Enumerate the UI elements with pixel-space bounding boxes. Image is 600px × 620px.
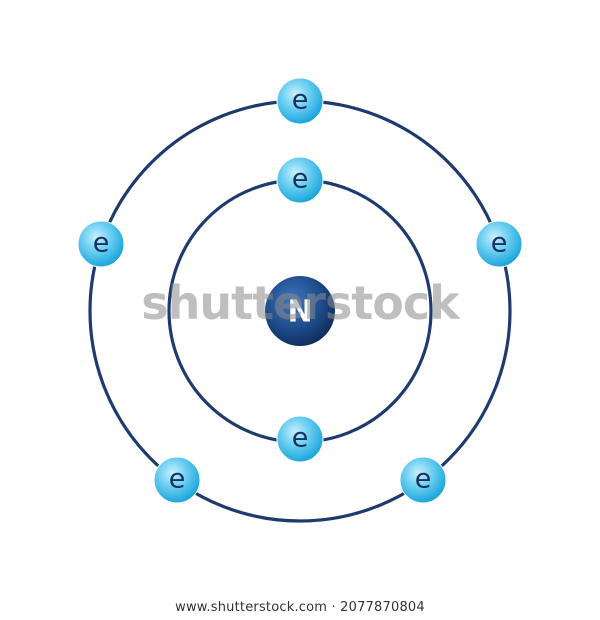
electron: e	[399, 456, 447, 504]
electron: e	[475, 220, 523, 268]
electron-label: e	[491, 228, 508, 259]
electron-circle	[276, 156, 324, 204]
electron-label: e	[93, 228, 110, 259]
electron-circle	[475, 220, 523, 268]
electron-circle	[399, 456, 447, 504]
electron: e	[276, 415, 324, 463]
nucleus-symbol: N	[287, 295, 312, 330]
electron-circle	[77, 220, 125, 268]
electron-label: e	[169, 464, 186, 495]
electron-label: e	[292, 164, 309, 195]
image-id-footer: www.shutterstock.com · 2077870804	[175, 600, 425, 615]
watermark-text: shutterstock	[141, 276, 461, 330]
electron: e	[153, 456, 201, 504]
electron-circle	[276, 77, 324, 125]
electron-label: e	[292, 85, 309, 116]
electron-label: e	[292, 423, 309, 454]
electron-label: e	[415, 464, 432, 495]
electron: e	[276, 156, 324, 204]
electron-circle	[276, 415, 324, 463]
nucleus-circle	[265, 276, 335, 346]
inner-shell-electrons: e e	[276, 156, 324, 463]
nucleus: N	[265, 276, 335, 346]
electron: e	[276, 77, 324, 125]
outer-shell-electrons: e e e e e	[77, 77, 523, 504]
electron: e	[77, 220, 125, 268]
electron-circle	[153, 456, 201, 504]
